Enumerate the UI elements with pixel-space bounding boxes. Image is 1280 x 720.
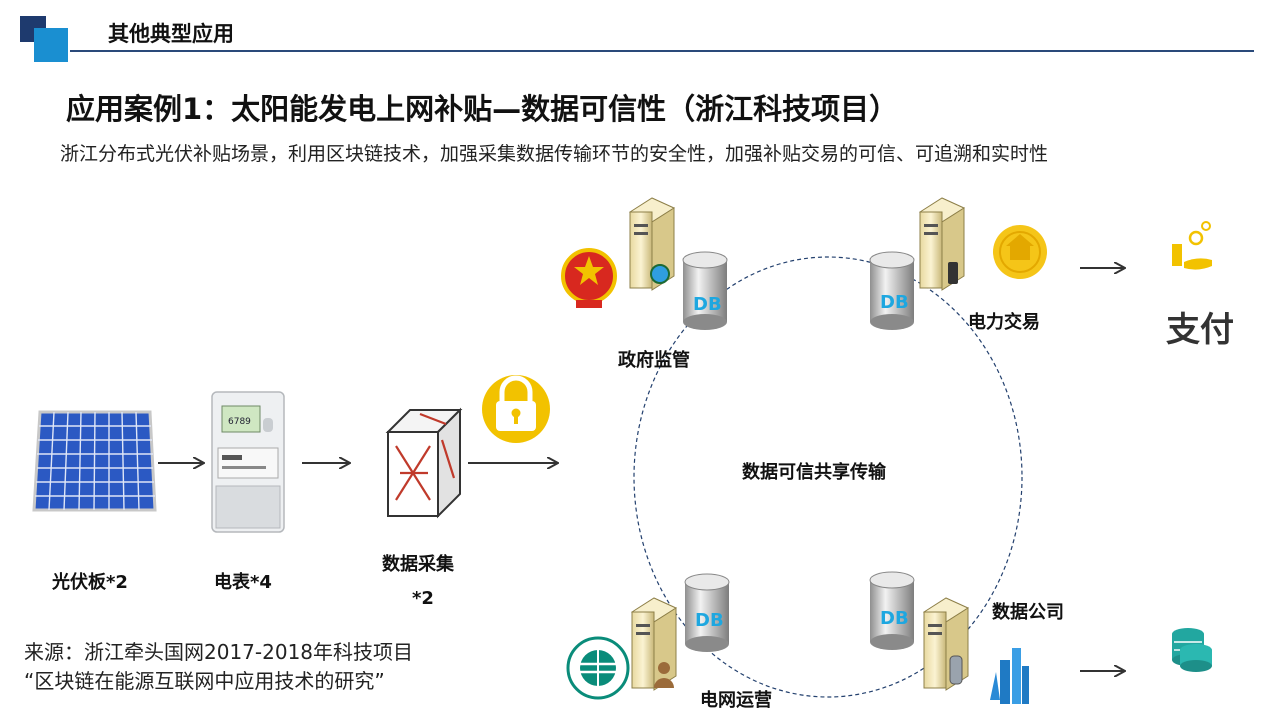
gov-label: 政府监管 <box>618 350 690 371</box>
db-label-gov: DB <box>693 294 722 315</box>
source-line-1: 来源：浙江牵头国网2017-2018年科技项目 <box>24 640 414 664</box>
header-logo-square-blue <box>34 28 68 62</box>
solar-panel-icon <box>32 410 157 512</box>
state-grid-logo-icon <box>566 636 630 700</box>
data-company-label: 数据公司 <box>992 602 1064 623</box>
case-description: 浙江分布式光伏补贴场景，利用区块链技术，加强采集数据传输环节的安全性，加强补贴交… <box>60 143 1049 165</box>
grid-label: 电网运营 <box>700 690 772 711</box>
data-collector-icon <box>385 407 463 519</box>
data-company-server-icon <box>922 597 970 691</box>
header-divider <box>70 50 1254 52</box>
trade-seal-icon <box>993 225 1047 279</box>
trade-label: 电力交易 <box>968 312 1040 333</box>
db-cylinder-gov <box>682 251 728 330</box>
network-ring <box>633 256 1023 698</box>
payment-label: 支付 <box>1166 310 1234 350</box>
collector-count: *2 <box>412 588 434 609</box>
city-buildings-icon <box>990 648 1029 704</box>
ring-center-label: 数据可信共享传输 <box>742 462 886 483</box>
gov-server-icon <box>628 197 676 291</box>
db-cylinder-grid <box>684 573 730 652</box>
meter-screen-digits: 6789 <box>228 417 251 427</box>
payment-hand-icon <box>1172 221 1212 270</box>
trade-server-icon <box>918 197 966 291</box>
db-label-trade: DB <box>880 292 909 313</box>
db-label-grid: DB <box>695 610 724 631</box>
meter-label: 电表*4 <box>214 572 272 593</box>
section-title: 其他典型应用 <box>108 22 234 46</box>
electric-meter-icon <box>211 391 285 533</box>
solar-panel-label: 光伏板*2 <box>52 572 128 593</box>
collector-label: 数据采集 <box>382 554 454 575</box>
db-label-data-company: DB <box>880 608 909 629</box>
coins-stack-icon <box>1172 628 1212 672</box>
source-note: 来源：浙江牵头国网2017-2018年科技项目 “区块链在能源互联网中应用技术的… <box>24 638 413 696</box>
case-title: 应用案例1：太阳能发电上网补贴—数据可信性（浙江科技项目） <box>66 92 899 126</box>
db-cylinder-trade <box>869 251 915 330</box>
db-cylinder-data-company <box>869 571 915 650</box>
source-line-2: “区块链在能源互联网中应用技术的研究” <box>24 669 385 693</box>
lock-icon <box>482 375 550 443</box>
grid-server-icon <box>630 597 678 691</box>
national-emblem-icon <box>561 248 617 308</box>
